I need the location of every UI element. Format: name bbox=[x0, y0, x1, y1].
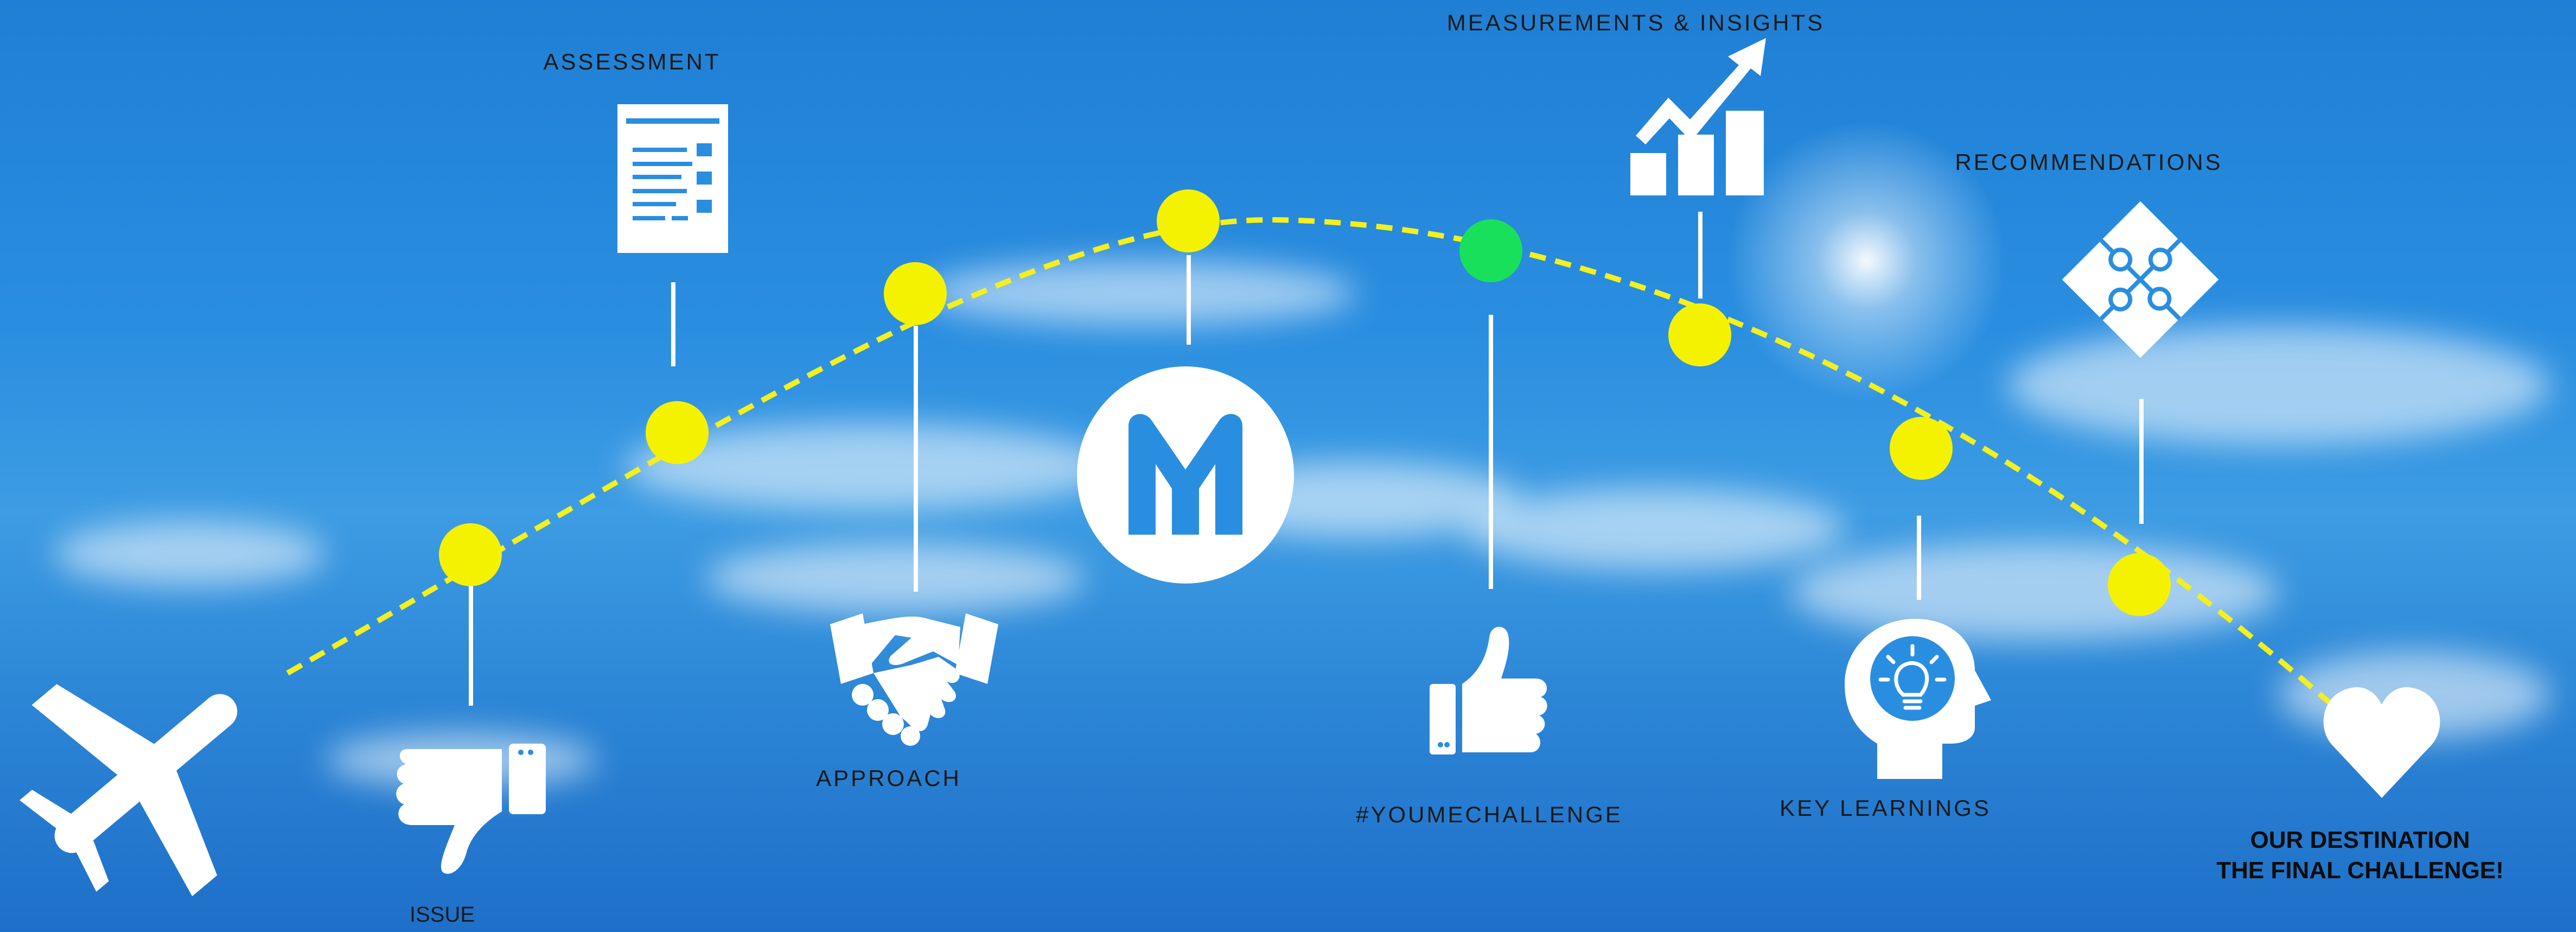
lightbulb-head-icon bbox=[1845, 619, 1991, 779]
assessment-label: ASSESSMENT bbox=[543, 49, 721, 74]
thumbs-down-icon bbox=[396, 744, 546, 874]
connector-measurements bbox=[1698, 212, 1703, 299]
issue-label: ISSUE bbox=[409, 903, 475, 927]
airplane-icon bbox=[20, 684, 238, 897]
milestone-dot-youme[interactable] bbox=[1459, 219, 1522, 282]
sun-glare bbox=[1725, 119, 2007, 402]
destination-line-2: THE FINAL CHALLENGE! bbox=[2216, 857, 2504, 884]
milestone-dot-recommendations[interactable] bbox=[2108, 553, 2171, 616]
key-learnings-label: KEY LEARNINGS bbox=[1780, 795, 1991, 821]
growth-chart-icon bbox=[1630, 38, 1766, 195]
destination-title: OUR DESTINATION THE FINAL CHALLENGE! bbox=[2216, 825, 2504, 886]
thumbs-up-icon bbox=[1430, 626, 1547, 755]
cloud bbox=[54, 521, 326, 586]
cloud bbox=[705, 543, 1085, 613]
connector-recommendations bbox=[2139, 399, 2144, 524]
puzzle-icon bbox=[2062, 201, 2219, 358]
milestone-dot-measurements[interactable] bbox=[1668, 303, 1731, 366]
cloud bbox=[2007, 326, 2550, 445]
milestone-dot-logo[interactable] bbox=[1157, 189, 1220, 252]
milestone-dot-key-learnings[interactable] bbox=[1890, 417, 1953, 480]
heart-icon bbox=[2323, 687, 2440, 798]
youmechallenge-label: #YOUMECHALLENGE bbox=[1356, 802, 1623, 827]
connector-key-learnings bbox=[1917, 516, 1921, 600]
cloud bbox=[1465, 489, 1845, 570]
handshake-icon bbox=[830, 613, 998, 746]
destination-line-1: OUR DESTINATION bbox=[2250, 827, 2470, 853]
document-list-icon bbox=[617, 104, 728, 253]
cloud bbox=[922, 261, 1356, 326]
recommendations-label: RECOMMENDATIONS bbox=[1955, 149, 2223, 175]
connector-youme bbox=[1489, 315, 1493, 589]
cloud bbox=[1790, 543, 2279, 641]
approach-label: APPROACH bbox=[816, 765, 961, 791]
milestone-dot-assessment[interactable] bbox=[646, 401, 709, 464]
ym-logo-icon: M bbox=[1077, 366, 1294, 584]
milestone-dot-approach[interactable] bbox=[884, 262, 947, 325]
measurements-insights-label: MEASUREMENTS & INSIGHTS bbox=[1446, 10, 1825, 35]
connector-logo bbox=[1187, 255, 1191, 345]
connector-issue bbox=[469, 586, 473, 706]
connector-approach bbox=[914, 326, 918, 592]
connector-assessment bbox=[671, 282, 675, 366]
milestone-dot-issue[interactable] bbox=[439, 523, 502, 586]
